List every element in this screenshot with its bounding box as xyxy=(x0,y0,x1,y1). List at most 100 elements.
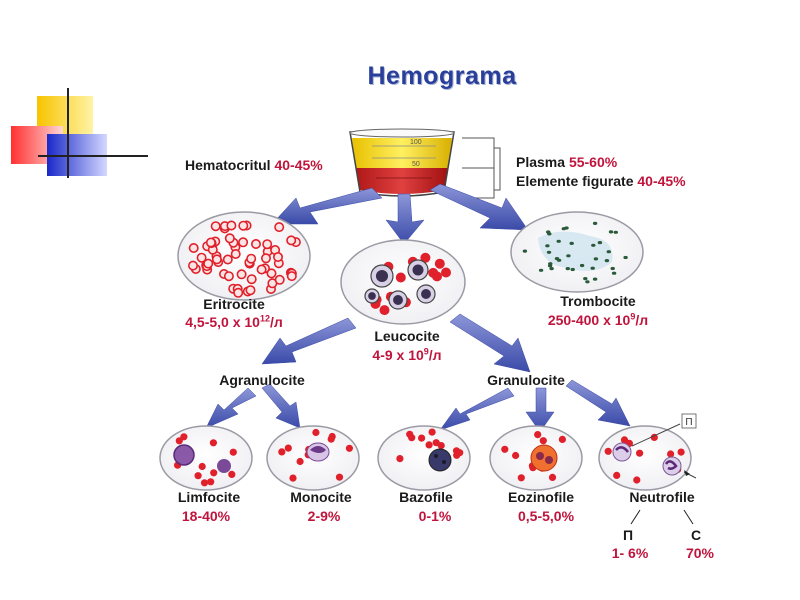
red-blood-cell xyxy=(517,474,525,482)
monocytes-circle xyxy=(266,425,360,491)
hematocrit-value: 40-45% xyxy=(274,157,323,173)
erythrocytes-value: 4,5-5,0 x 1012/л xyxy=(185,314,283,330)
red-blood-cell xyxy=(246,274,257,285)
beaker-bracket xyxy=(462,137,501,199)
red-blood-cell xyxy=(205,237,216,248)
basophil-cell xyxy=(428,448,452,472)
hematocrit-label: Hematocritul xyxy=(185,157,275,173)
arrows-level-1 xyxy=(205,183,631,433)
platelet xyxy=(545,244,550,248)
lymphocytes-label: Limfocite xyxy=(177,489,241,505)
thrombocytes-circle xyxy=(510,211,644,293)
red-blood-cell xyxy=(222,254,233,265)
red-blood-cell xyxy=(677,448,685,456)
red-blood-cell xyxy=(328,432,336,441)
red-blood-cell xyxy=(226,220,237,231)
leukocytes-value-base: 4-9 x 10 xyxy=(372,347,424,363)
red-blood-cell xyxy=(296,457,304,466)
red-blood-cell xyxy=(272,252,283,263)
basophils-label: Bazofile xyxy=(399,489,453,505)
platelet xyxy=(623,255,628,260)
red-blood-cell xyxy=(636,449,644,457)
neutrophil-band-value: 1- 6% xyxy=(611,545,649,561)
eosinophils-circle xyxy=(489,425,583,491)
neutrophil-segmented-cell xyxy=(662,456,682,476)
red-blood-cell xyxy=(224,233,235,244)
red-blood-cell xyxy=(432,271,442,282)
plasma-label: Plasma xyxy=(516,154,569,170)
red-blood-cell xyxy=(274,274,285,285)
red-blood-cell xyxy=(396,455,404,463)
red-blood-cell xyxy=(223,271,234,282)
red-blood-cell xyxy=(210,469,218,477)
red-blood-cell xyxy=(511,451,520,460)
red-blood-cell xyxy=(228,470,236,478)
thrombocytes-value-exp: 9 xyxy=(630,311,636,322)
neutrophils-circle xyxy=(598,413,697,491)
red-blood-cell xyxy=(456,449,464,457)
red-blood-cell xyxy=(284,444,292,452)
leukocyte-cells xyxy=(364,252,451,316)
arrow-to-neutrophils xyxy=(565,379,631,427)
white-blood-cell-nucleus xyxy=(421,289,431,299)
plasma-value: 55-60% xyxy=(568,154,618,170)
lymphocyte-cell xyxy=(173,444,195,466)
neutrophil-segmented-letter: С xyxy=(690,527,702,543)
platelet xyxy=(610,266,615,271)
erythrocytes-circle xyxy=(177,211,311,301)
red-blood-cell xyxy=(420,252,431,263)
red-blood-cell xyxy=(286,235,297,246)
red-blood-cell xyxy=(260,253,271,264)
red-blood-cell xyxy=(548,473,557,481)
red-blood-cell xyxy=(238,220,249,231)
arrow-to-leukocytes xyxy=(385,193,425,245)
red-blood-cell xyxy=(209,439,217,447)
platelet xyxy=(613,230,618,234)
leukocytes-value-unit: /л xyxy=(428,347,442,363)
leukocytes-label: Leucocite xyxy=(374,328,440,344)
red-blood-cell xyxy=(558,435,567,443)
lymphocytes-circle xyxy=(159,425,253,491)
hematocrit-text: Hematocritul 40-45% xyxy=(185,157,323,173)
monocytes-label: Monocite xyxy=(290,489,352,505)
red-blood-cell xyxy=(245,285,256,296)
leukocytes-value-exp: 9 xyxy=(423,346,429,357)
platelet xyxy=(611,271,617,275)
red-blood-cell xyxy=(266,268,277,279)
red-blood-cell xyxy=(274,222,285,233)
red-blood-cell xyxy=(207,478,215,486)
neutrophil-pointer-label: П xyxy=(685,417,692,428)
platelet xyxy=(590,266,595,270)
platelet xyxy=(606,250,611,254)
red-blood-cell xyxy=(246,253,257,264)
red-blood-cell xyxy=(434,258,445,269)
red-blood-cell xyxy=(312,428,320,437)
beaker xyxy=(349,128,455,197)
platelet xyxy=(554,257,560,261)
red-blood-cell xyxy=(256,264,267,275)
beaker-rim xyxy=(349,128,455,138)
eosinophils-value: 0,5-5,0% xyxy=(517,508,575,524)
basophils-circle xyxy=(377,425,471,491)
beaker-plasma xyxy=(352,138,452,168)
red-blood-cell xyxy=(650,433,658,441)
formed-elements-value: 40-45% xyxy=(637,173,686,189)
red-blood-cell xyxy=(633,476,641,484)
arrow-to-agranulocytes xyxy=(261,317,357,365)
red-blood-cell xyxy=(194,472,202,480)
band-pointer-box xyxy=(681,413,697,429)
red-blood-cell xyxy=(198,462,206,471)
red-blood-cell xyxy=(200,479,209,487)
platelet xyxy=(538,268,544,272)
agranulocytes-label: Agranulocite xyxy=(219,372,305,388)
red-blood-cell xyxy=(441,267,451,278)
beaker-mark-mid: 50 xyxy=(412,161,420,168)
red-blood-cell xyxy=(395,272,406,283)
platelet xyxy=(570,267,575,272)
platelet xyxy=(579,263,585,268)
red-blood-cell xyxy=(539,437,547,445)
red-blood-cell xyxy=(345,444,353,452)
neutrophil-band-cell xyxy=(612,442,632,462)
red-blood-cell xyxy=(428,428,436,436)
platelet xyxy=(593,257,599,261)
